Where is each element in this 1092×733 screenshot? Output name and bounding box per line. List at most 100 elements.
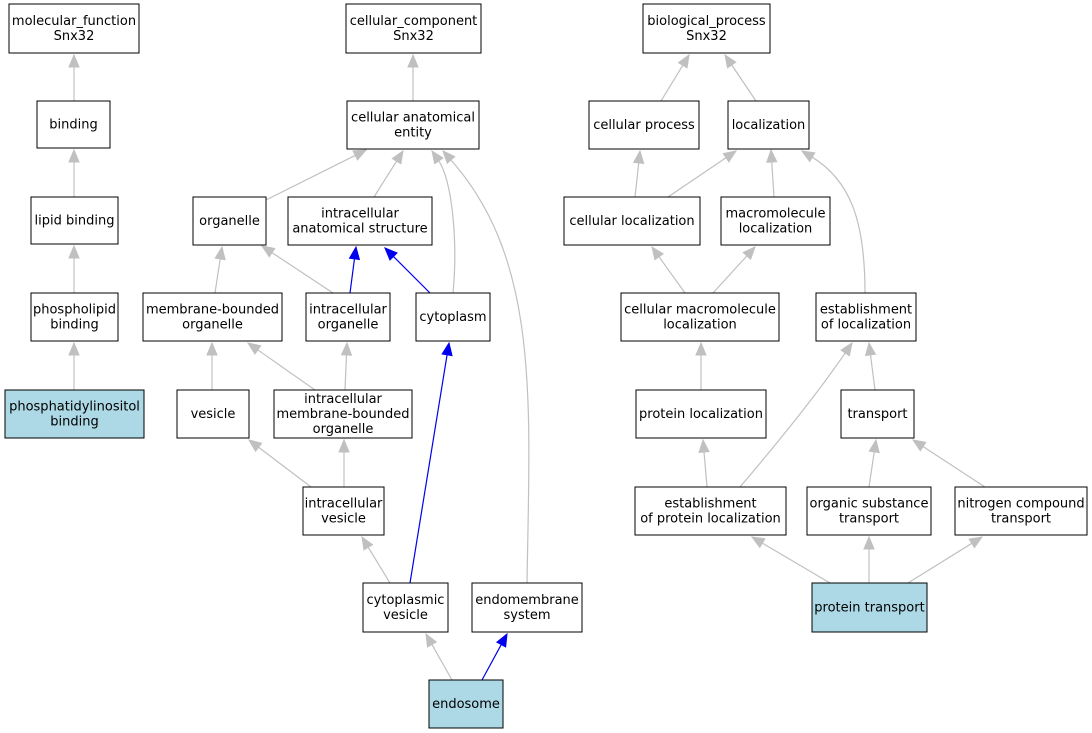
edge-arrowhead [441,341,453,357]
edge-ost-to-transport [868,438,880,488]
node-cp[interactable]: cellular process [588,100,700,150]
edge-cae-to-cc [407,53,419,101]
node-binding[interactable]: binding [36,100,111,149]
node-label-line: binding [50,414,98,429]
edges-layer [68,53,986,681]
edge-line [730,63,757,102]
edge-line [344,353,348,391]
node-label-line: cellular anatomical [351,110,475,125]
edge-line [373,159,398,198]
edge-arrowhead [361,535,374,551]
edge-arrowhead [742,246,756,261]
node-pt[interactable]: protein transport [811,582,928,633]
edge-line [660,64,684,102]
node-box [954,486,1088,536]
node-label-line: anatomical structure [292,221,427,236]
node-cl[interactable]: cellular localization [563,196,701,246]
edge-line [761,542,831,584]
edge-arrowhead [651,245,664,261]
node-label-line: localization [732,118,806,133]
node-label-line: organelle [182,317,243,332]
edge-line [481,643,503,681]
edge-loc-to-bp [724,53,757,102]
node-endosome[interactable]: endosome [428,679,504,729]
node-label-line: membrane-bounded [146,302,279,317]
node-label-line: membrane-bounded [276,407,409,422]
edge-line [392,255,431,294]
node-label-line: cellular process [593,118,695,133]
node-box [36,100,111,149]
edge-arrowhead [214,245,226,261]
edge-arrowhead [425,632,438,648]
edge-iv-to-vesicle [247,439,312,488]
node-label-line: intracellular [304,392,382,407]
edge-line [811,156,866,294]
edge-line [868,450,875,488]
node-pl[interactable]: protein localization [635,389,767,439]
node-cytoplasm[interactable]: cytoplasm [415,292,491,342]
edge-cl-to-loc [667,150,738,198]
edge-binding-to-mf [68,53,80,101]
node-label-line: transport [991,511,1051,526]
node-label-line: vesicle [191,407,236,422]
edge-cl-to-cp [632,149,645,198]
node-label-line: binding [49,117,97,132]
edge-arrowhead [431,149,444,165]
node-box [30,196,119,245]
node-label-line: system [504,608,551,623]
node-organelle[interactable]: organelle [192,196,267,246]
edge-line [667,156,728,198]
edge-cytoplasm-to-ias [384,247,431,294]
edge-endosome-to-cv [425,632,453,681]
node-lipid-binding[interactable]: lipid binding [30,196,119,245]
node-label-line: cellular_component [350,14,478,29]
node-box [563,196,701,246]
node-box [176,389,250,439]
edge-arrowhead [338,438,350,453]
node-label-line: molecular_function [12,14,136,29]
node-box [192,196,267,246]
node-label-line: cellular localization [569,214,694,229]
node-box [305,292,391,342]
node-box [415,292,491,342]
node-transport[interactable]: transport [840,389,915,439]
node-loc[interactable]: localization [727,100,810,150]
edge-arrowhead [864,341,877,357]
edge-io-to-ias [348,245,361,294]
node-label-line: protein localization [639,407,763,422]
edge-arrowhead [68,148,80,163]
node-box [635,389,767,439]
edge-line [256,348,316,391]
node-label-line: macromolecule [725,206,825,221]
edge-arrowhead [442,150,456,165]
edge-cp-to-bp [660,53,690,102]
edge-line [634,161,640,198]
node-vesicle[interactable]: vesicle [176,389,250,439]
node-box [273,389,413,439]
edge-pt-to-nct [907,536,984,584]
edge-arrowhead [348,245,361,261]
node-label-line: Snx32 [54,29,95,44]
node-label-line: phospholipid [33,302,116,317]
node-label-line: vesicle [321,511,366,526]
